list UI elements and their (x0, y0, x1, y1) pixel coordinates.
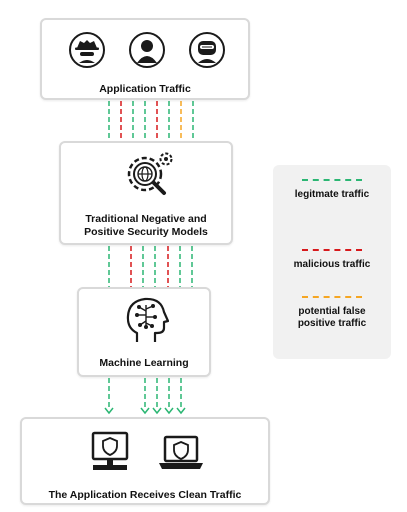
laptop-shield-icon (159, 435, 203, 469)
flow-arrow-head (104, 407, 114, 415)
flow-arrow-head (164, 407, 174, 415)
legend-line-legitimate (302, 179, 362, 181)
desktop-shield-icon (91, 431, 129, 470)
brain-head-icon (126, 297, 169, 342)
gear-search-globe-icon (127, 152, 173, 195)
legend-line-false-positive (302, 296, 362, 298)
traffic-legend: legitmate traffic malicious traffic pote… (273, 165, 391, 359)
clean-traffic-label: The Application Receives Clean Traffic (48, 489, 242, 501)
legend-line-malicious (302, 249, 362, 251)
legend-item-false-positive: potential false positive traffic (273, 296, 391, 330)
user-icon (129, 32, 165, 68)
application-traffic-label: Application Traffic (99, 83, 191, 95)
legend-label-false-positive: potential false positive traffic (297, 306, 367, 329)
application-traffic-box: Application Traffic (40, 18, 250, 100)
machine-learning-label: Machine Learning (99, 357, 189, 369)
legend-label-legitimate: legitmate traffic (294, 189, 370, 200)
clean-traffic-box: The Application Receives Clean Traffic (20, 417, 270, 505)
flow-arrow-head (152, 407, 162, 415)
legend-label-malicious: malicious traffic (293, 259, 371, 270)
hacker-icon (69, 32, 105, 68)
flow-arrow-head (140, 407, 150, 415)
security-models-label: Traditional Negative and Positive Securi… (84, 213, 208, 238)
legend-item-malicious: malicious traffic (273, 249, 391, 271)
bot-icon (189, 32, 225, 68)
flow-arrow-head (176, 407, 186, 415)
machine-learning-box: Machine Learning (77, 287, 211, 377)
security-models-box: Traditional Negative and Positive Securi… (59, 141, 233, 245)
legend-item-legitimate: legitmate traffic (273, 179, 391, 201)
